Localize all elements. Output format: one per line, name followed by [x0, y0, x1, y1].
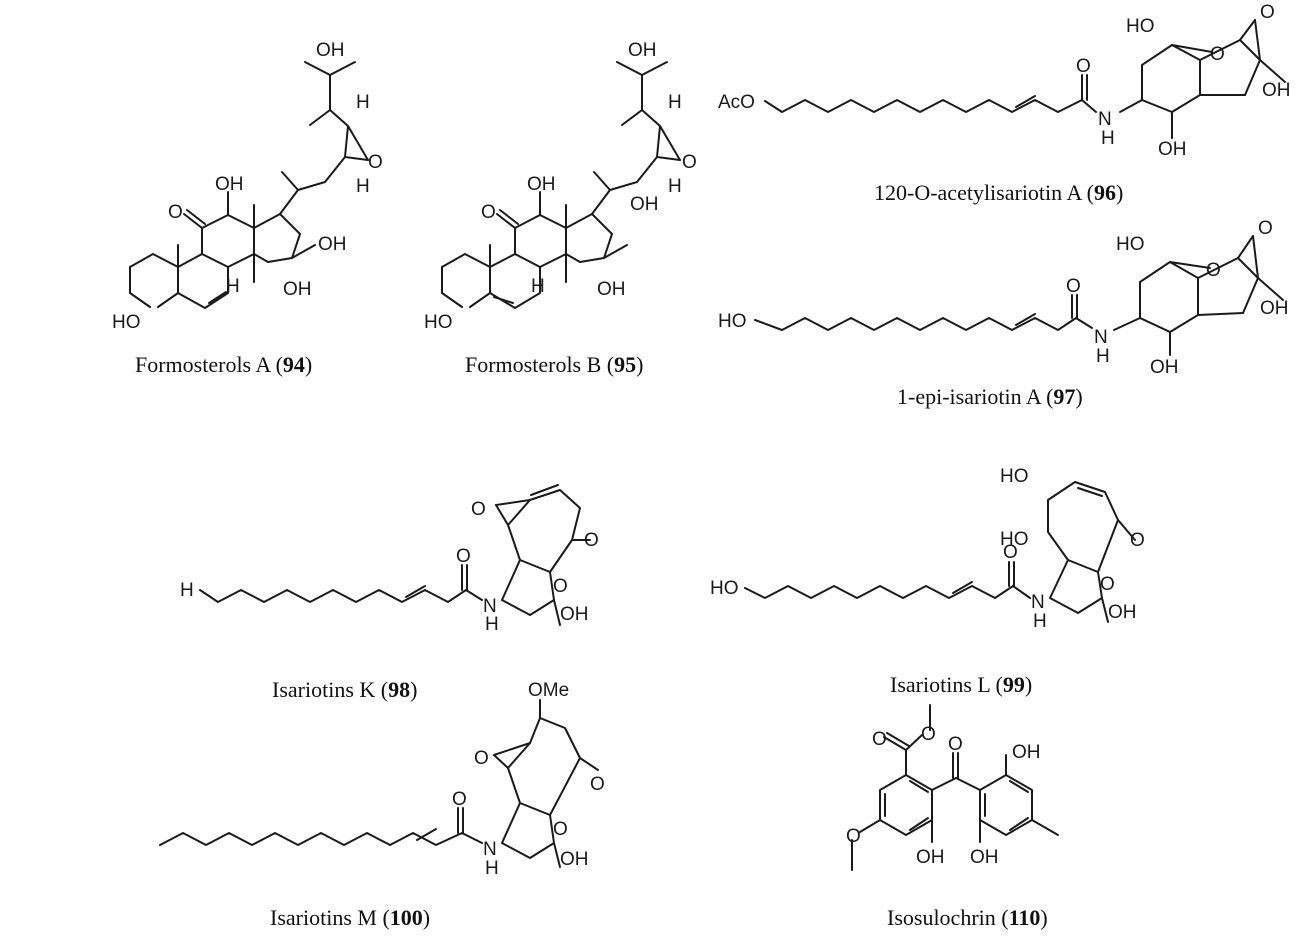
atom-label: OH [1108, 602, 1137, 623]
caption-name: Isariotins M (100) [270, 905, 430, 930]
atom-label: O [1130, 530, 1145, 551]
atom-label: OH [560, 604, 589, 625]
atom-label: O [474, 748, 489, 769]
atom-label: O [368, 152, 383, 173]
atom-label: O [846, 826, 861, 847]
structure-isariotin-l: HO O N H O OH HO HO O Isariotins L (99) [710, 466, 1145, 697]
atom-label: AcO [718, 92, 755, 113]
atom-label: OH [1262, 80, 1291, 101]
atom-label: O [553, 576, 568, 597]
atom-label: O [872, 729, 887, 750]
atom-label: O [1003, 542, 1018, 563]
atom-label: H [1096, 346, 1110, 367]
atom-label: O [1076, 56, 1091, 77]
atom-label: O [1066, 276, 1081, 297]
atom-label: OH [215, 174, 244, 195]
atom-label: HO [112, 312, 141, 333]
structure-acetylisariotin-a: AcO O N H HO O O OH OH 120-O-acetylisari… [718, 2, 1291, 205]
caption-name: 120-O-acetylisariotin A (96) [874, 180, 1123, 205]
structure-isariotin-k: H O N H O OH O O Isariotins K (98) [180, 484, 599, 702]
atom-label: O [452, 789, 467, 810]
atom-label: H [356, 176, 370, 197]
atom-label: H [180, 580, 194, 601]
atom-label: OH [1150, 357, 1179, 378]
atom-label: OH [527, 174, 556, 195]
atom-label: OH [916, 847, 945, 868]
atom-label: O [553, 819, 568, 840]
caption-name: 1-epi-isariotin A (97) [897, 384, 1083, 409]
atom-label: OH [597, 279, 626, 300]
atom-label: H [356, 92, 370, 113]
atom-label: O [1100, 574, 1115, 595]
atom-label: O [921, 724, 936, 745]
caption-name: Formosterols A (94) [135, 352, 312, 377]
atom-label: H [1033, 611, 1047, 632]
atom-label: H [668, 176, 682, 197]
atom-label: O [682, 152, 697, 173]
caption-name: Isariotins L (99) [890, 672, 1032, 697]
atom-label: HO [1000, 466, 1029, 487]
atom-label: O [1210, 44, 1225, 65]
atom-label: H [1101, 128, 1115, 149]
atom-label: OH [1012, 742, 1041, 763]
atom-label: HO [1000, 529, 1029, 550]
atom-label: O [471, 499, 486, 520]
atom-label: H [531, 276, 545, 297]
atom-label: OH [1158, 139, 1187, 160]
atom-label: HO [1126, 16, 1155, 37]
atom-label: OMe [528, 680, 569, 701]
atom-label: O [1206, 260, 1221, 281]
caption-name: Isariotins K (98) [272, 677, 417, 702]
atom-label: OH [970, 847, 999, 868]
atom-label: N [483, 596, 497, 617]
atom-label: H [226, 276, 240, 297]
atom-label: O [456, 546, 471, 567]
atom-label: HO [424, 312, 453, 333]
structure-isariotin-m: OMe O N H O OH O O Isariotins M (100) [159, 680, 605, 930]
structure-formosterol-b: HO OH H O OH OH O H H OH Formosterols B … [424, 40, 697, 377]
atom-label: OH [316, 40, 345, 61]
atom-label: O [168, 202, 183, 223]
atom-label: N [1098, 109, 1112, 130]
atom-label: HO [1116, 234, 1145, 255]
atom-label: H [668, 92, 682, 113]
atom-label: O [1260, 2, 1275, 23]
atom-label: OH [630, 194, 659, 215]
atom-label: O [590, 774, 605, 795]
atom-label: OH [628, 40, 657, 61]
atom-label: OH [318, 234, 347, 255]
caption-name: Formosterols B (95) [465, 352, 643, 377]
atom-label: HO [710, 578, 739, 599]
atom-label: O [948, 734, 963, 755]
caption-name: Isosulochrin (110) [887, 905, 1048, 930]
atom-label: HO [718, 311, 747, 332]
structure-epi-isariotin-a: HO O N H HO O O OH OH 1-epi-isariotin A … [718, 218, 1289, 409]
atom-label: N [1094, 327, 1108, 348]
structure-isosulochrin: O O O O OH OH OH Isosulochrin (110) [846, 704, 1059, 930]
atom-label: O [481, 202, 496, 223]
atom-label: OH [560, 849, 589, 870]
structure-formosterol-a: HO OH H O OH OH O H H OH Formosterols A … [112, 40, 383, 377]
atom-label: H [485, 858, 499, 879]
atom-label: O [1258, 218, 1273, 239]
atom-label: N [1031, 592, 1045, 613]
atom-label: O [584, 530, 599, 551]
atom-label: H [485, 614, 499, 635]
atom-label: N [483, 839, 497, 860]
atom-label: OH [283, 279, 312, 300]
atom-label: OH [1260, 298, 1289, 319]
